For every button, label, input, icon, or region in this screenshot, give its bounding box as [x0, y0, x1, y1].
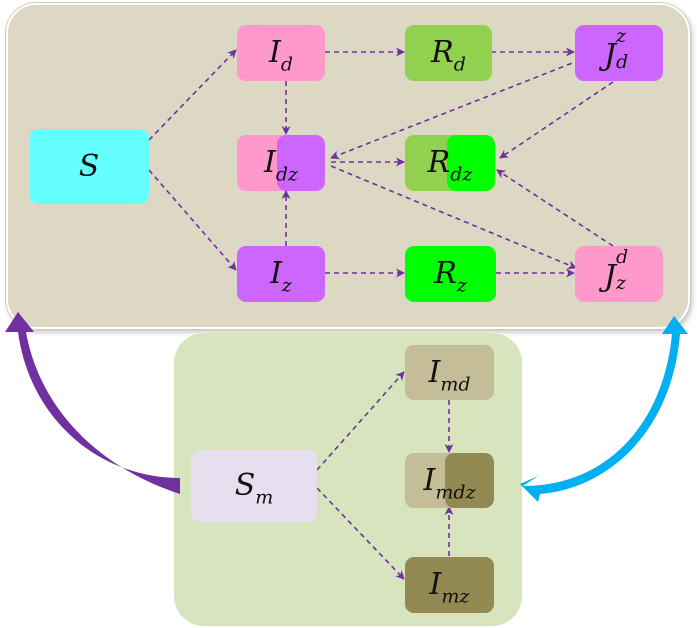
node-rd: Rd [405, 25, 492, 81]
node-idz: Idz [237, 135, 325, 191]
node-sm-label: Sm [234, 468, 274, 509]
node-rdz: Rdz [405, 135, 495, 191]
arrow-sm-to-imz [316, 487, 405, 580]
node-imdz-label: Imdz [423, 462, 476, 504]
node-imd: Imd [405, 345, 494, 400]
node-idz-label: Idz [263, 145, 299, 186]
node-imz: Imz [405, 557, 494, 613]
node-sm: Sm [191, 450, 317, 522]
node-imdz: Imdz [405, 453, 494, 508]
node-iz: Iz [237, 246, 325, 302]
arrow-s-to-iz [148, 169, 237, 271]
right-curved-arrow [520, 316, 688, 502]
arrow-jzd-to-rdz [496, 169, 614, 247]
node-id: Id [237, 25, 325, 81]
arrow-s-to-id [148, 49, 237, 141]
node-imz-label: Imz [429, 567, 470, 608]
node-rz-label: Rz [434, 256, 467, 297]
node-rdz-label: Rdz [427, 145, 473, 186]
node-iz-label: Iz [270, 256, 292, 297]
arrow-jdz-to-rdz [499, 81, 614, 159]
left-curved-arrow [5, 312, 180, 494]
node-rz: Rz [405, 246, 496, 302]
node-s: S [29, 129, 149, 204]
node-rd-label: Rd [431, 35, 466, 76]
node-imd-label: Imd [428, 354, 471, 396]
node-id-label: Id [268, 35, 294, 76]
arrow-sm-to-imd [316, 371, 405, 471]
node-s-label: S [78, 148, 100, 184]
